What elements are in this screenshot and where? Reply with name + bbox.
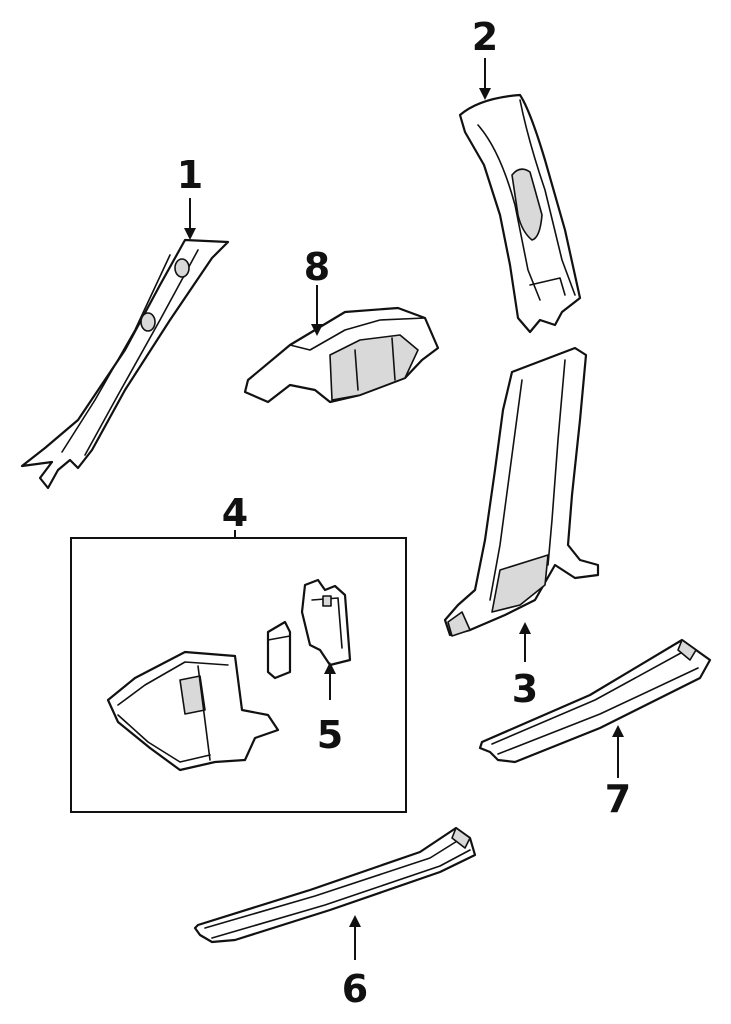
leader-1 <box>184 198 196 240</box>
callout-7: 7 <box>605 777 631 821</box>
kit-frame <box>70 537 407 813</box>
part-2-b-pillar-upper-trim <box>458 93 582 334</box>
leader-7 <box>612 725 624 778</box>
leader-3 <box>519 622 531 662</box>
callout-5: 5 <box>317 713 343 757</box>
callout-4: 4 <box>222 491 248 535</box>
callout-6: 6 <box>342 967 368 1011</box>
part-5-clip-bracket <box>266 578 352 680</box>
leader-8 <box>311 285 323 336</box>
callout-8: 8 <box>304 245 330 289</box>
part-8-trim-cover <box>243 306 440 404</box>
callout-3: 3 <box>512 667 538 711</box>
part-4-kick-panel <box>106 650 280 772</box>
leader-5 <box>324 662 336 700</box>
part-1-a-pillar-trim <box>20 238 230 490</box>
part-7-scuff-plate <box>478 638 712 764</box>
callout-2: 2 <box>472 15 498 59</box>
part-3-b-pillar-lower-trim <box>443 346 600 637</box>
callout-1: 1 <box>177 153 203 197</box>
part-6-scuff-plate <box>193 826 477 944</box>
leader-6 <box>349 915 361 960</box>
leader-2 <box>479 58 491 100</box>
